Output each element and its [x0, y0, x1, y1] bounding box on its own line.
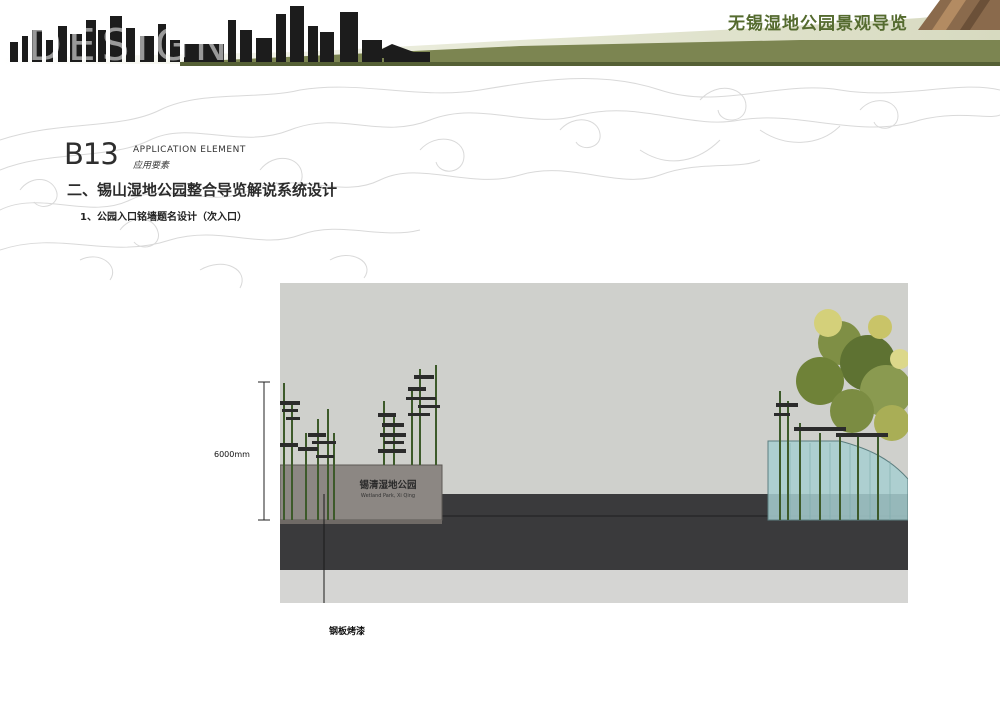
- page-heading: 二、锡山湿地公园整合导览解说系统设计: [67, 181, 338, 199]
- sidewalk: [280, 570, 908, 603]
- section-code: B13: [64, 137, 119, 171]
- sign-subtitle: Wetland Park, Xi Qing: [361, 493, 415, 499]
- skyline-graphic: [10, 6, 430, 62]
- tree-canopy: [796, 309, 908, 441]
- header-banner: DESIGN: [0, 0, 1000, 70]
- sign-plates-right: [774, 403, 888, 437]
- header-watermark: DESIGN: [28, 20, 234, 70]
- material-label: 钢板烤漆: [329, 627, 366, 637]
- section-title-cn: 应用要素: [133, 161, 170, 171]
- header-title: 无锡湿地公园景观导览: [728, 14, 908, 34]
- section-title-en: APPLICATION ELEMENT: [133, 145, 246, 155]
- height-dimension-line: [258, 381, 270, 521]
- sign-plates-left: [280, 375, 440, 458]
- decorative-swirl-pattern: [0, 77, 1000, 289]
- sign-title: 锡清湿地公园: [359, 479, 416, 491]
- sign-pole-cluster-right: [779, 391, 879, 520]
- sub-heading: 1、公园入口铭墙题名设计（次入口）: [80, 212, 247, 223]
- entrance-wall-elevation-drawing: 锡清湿地公园 Wetland Park, Xi Qing: [280, 283, 908, 603]
- dimension-label: 6000mm: [214, 450, 250, 459]
- corner-texture: [918, 0, 1000, 30]
- glass-pavilion: [767, 440, 908, 521]
